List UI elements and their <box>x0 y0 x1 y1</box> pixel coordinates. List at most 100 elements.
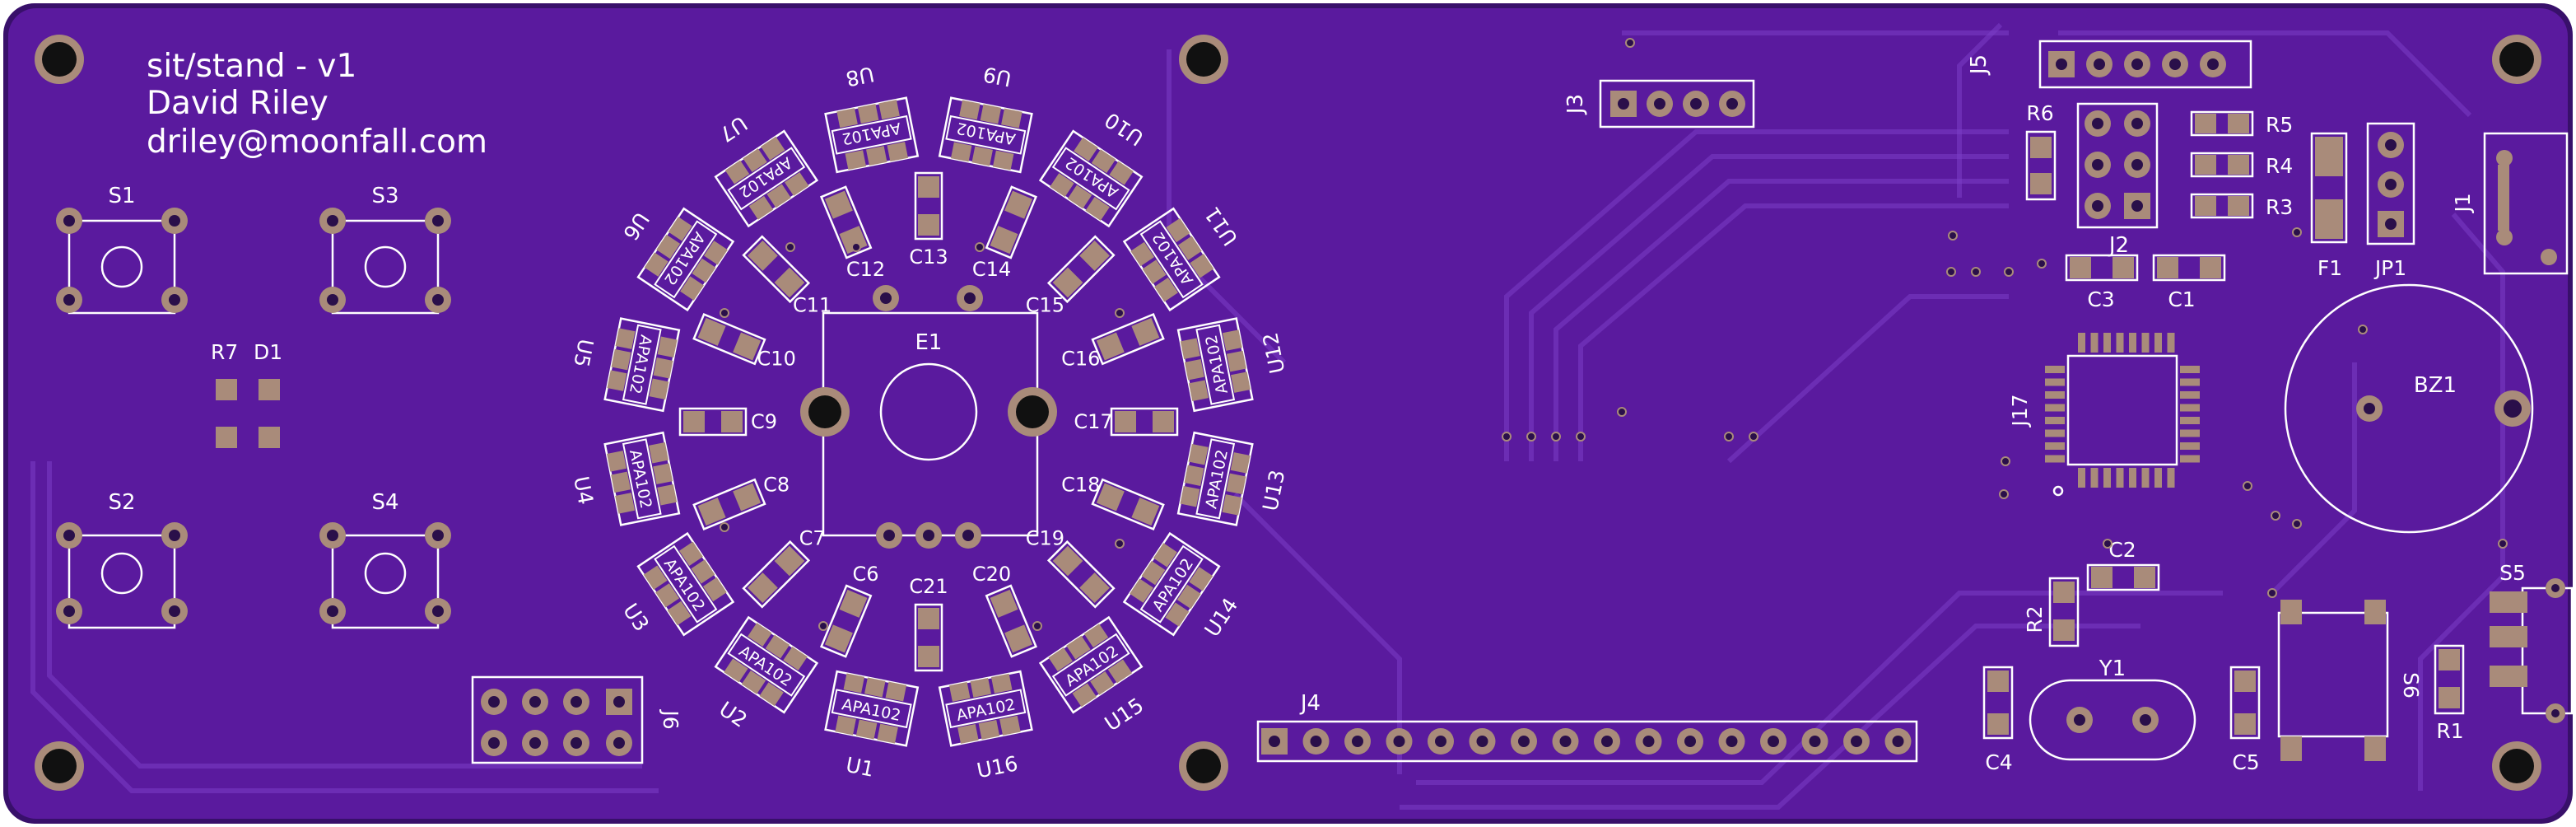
title-block: sit/stand - v1 David Riley driley@moonfa… <box>147 48 487 161</box>
vias <box>720 38 2508 631</box>
cap-C6 <box>819 584 873 658</box>
title-line-2: David Riley <box>147 85 328 122</box>
led-designator: U8 <box>844 62 876 91</box>
label-J6: J6 <box>659 708 682 729</box>
led-designator: U5 <box>569 337 598 369</box>
switch-S1: S1 <box>56 184 188 315</box>
label-C1: C1 <box>2168 287 2195 311</box>
label-J1: J1 <box>2451 193 2475 213</box>
led-designator: U1 <box>844 753 876 782</box>
label-R7: R7 <box>211 340 238 364</box>
cap-C9 <box>678 407 748 437</box>
led-U5: APA102 <box>603 317 681 413</box>
switch-S5: S5 <box>2490 561 2574 723</box>
led-U14: APA102 <box>1122 531 1221 637</box>
label-J17: J17 <box>2008 394 2032 428</box>
header-J5: J5 <box>1967 40 2252 89</box>
crystal-Y1: Y1 <box>2029 656 2196 761</box>
header-J4: J4 <box>1256 691 1918 763</box>
label-S5: S5 <box>2499 561 2526 585</box>
resistor-R2: R2 <box>2023 577 2080 647</box>
cap-C20 <box>985 584 1038 658</box>
led-ring: APA102U1APA102U2APA102U3APA102U4APA102U5… <box>569 62 1289 783</box>
cap-designator: C21 <box>909 575 948 598</box>
cap-C8 <box>692 478 766 531</box>
label-S6: S6 <box>2399 672 2423 699</box>
cap-designator: C18 <box>1061 474 1100 497</box>
label-J5: J5 <box>1967 54 1991 76</box>
header-J3: J3 <box>1563 79 1755 128</box>
label-R1: R1 <box>2436 719 2463 743</box>
cap-designator: C14 <box>972 258 1011 281</box>
label-J3: J3 <box>1563 94 1588 115</box>
title-line-3: driley@moonfall.com <box>147 124 487 161</box>
cap-designator: C19 <box>1026 526 1064 549</box>
cap-C18 <box>1091 478 1165 531</box>
copper-traces <box>30 22 2505 810</box>
cap-designator: C10 <box>757 348 796 371</box>
caps-C3-C1: C3 C1 <box>2065 254 2226 311</box>
cap-C2: C2 <box>2086 538 2160 591</box>
label-JP1: JP1 <box>2373 256 2406 280</box>
label-F1: F1 <box>2317 256 2342 280</box>
cap-C14 <box>985 185 1038 259</box>
buzzer-BZ1: BZ1 <box>2284 283 2534 534</box>
label-R2: R2 <box>2023 605 2047 633</box>
cap-C13 <box>914 171 943 241</box>
title-line-1: sit/stand - v1 <box>147 48 356 85</box>
board-substrate <box>8 8 2568 819</box>
switch-S2: S2 <box>56 490 188 629</box>
switch-S6: S6 <box>2277 600 2423 761</box>
label-R6: R6 <box>2026 101 2053 125</box>
cap-designator: C16 <box>1061 348 1100 371</box>
jumper-JP1: JP1 <box>2366 122 2415 280</box>
switch-S3: S3 <box>319 184 451 315</box>
cap-C16 <box>1091 312 1165 366</box>
led-U12: APA102 <box>1176 317 1254 413</box>
cap-designator: C12 <box>846 258 885 281</box>
label-R3: R3 <box>2266 195 2293 219</box>
resistor-R6: R6 <box>2025 101 2057 201</box>
cap-designator: C17 <box>1074 410 1112 433</box>
label-BZ1: BZ1 <box>2414 373 2457 398</box>
resistor-R1: R1 <box>2434 644 2465 743</box>
label-S3: S3 <box>371 184 398 208</box>
label-C4: C4 <box>1985 750 2012 774</box>
label-E1: E1 <box>915 330 943 355</box>
label-C3: C3 <box>2087 287 2114 311</box>
cap-designator: C7 <box>799 526 826 549</box>
cap-designator: C13 <box>909 245 948 269</box>
cap-designator: C9 <box>751 410 777 433</box>
label-J4: J4 <box>1299 691 1321 716</box>
mounting-holes <box>35 35 2541 791</box>
led-U8: APA102 <box>824 96 920 174</box>
label-R4: R4 <box>2266 154 2293 178</box>
cap-designator: C11 <box>793 294 831 317</box>
connector-J1: J1 <box>2451 132 2569 275</box>
label-S4: S4 <box>371 490 398 515</box>
switch-S4: S4 <box>319 490 451 629</box>
header-J2: J2 <box>2076 102 2159 258</box>
encoder-E1: E1 <box>800 285 1057 549</box>
cap-C21 <box>914 603 943 672</box>
cap-C17 <box>1110 407 1179 437</box>
led-U4: APA102 <box>603 431 681 526</box>
chip-J17: J17 <box>2008 333 2200 497</box>
cap-designator: C15 <box>1026 294 1064 317</box>
label-R5: R5 <box>2266 113 2293 137</box>
caps-C4-C5: C4 C5 <box>1982 666 2261 774</box>
label-S2: S2 <box>108 490 135 515</box>
r7-d1: R7 D1 <box>211 340 282 448</box>
label-Y1: Y1 <box>2099 656 2126 681</box>
cap-designator: C6 <box>852 563 878 586</box>
led-designator: U4 <box>569 474 598 507</box>
cap-designator: C8 <box>763 474 790 497</box>
label-C2: C2 <box>2108 538 2136 562</box>
label-J2: J2 <box>2108 233 2129 258</box>
resistors-R5-R4-R3: R5 R4 R3 <box>2190 110 2293 219</box>
fuse-F1: F1 <box>2310 132 2348 280</box>
led-U9: APA102 <box>938 96 1033 174</box>
label-C5: C5 <box>2232 750 2259 774</box>
led-U13: APA102 <box>1176 431 1254 526</box>
